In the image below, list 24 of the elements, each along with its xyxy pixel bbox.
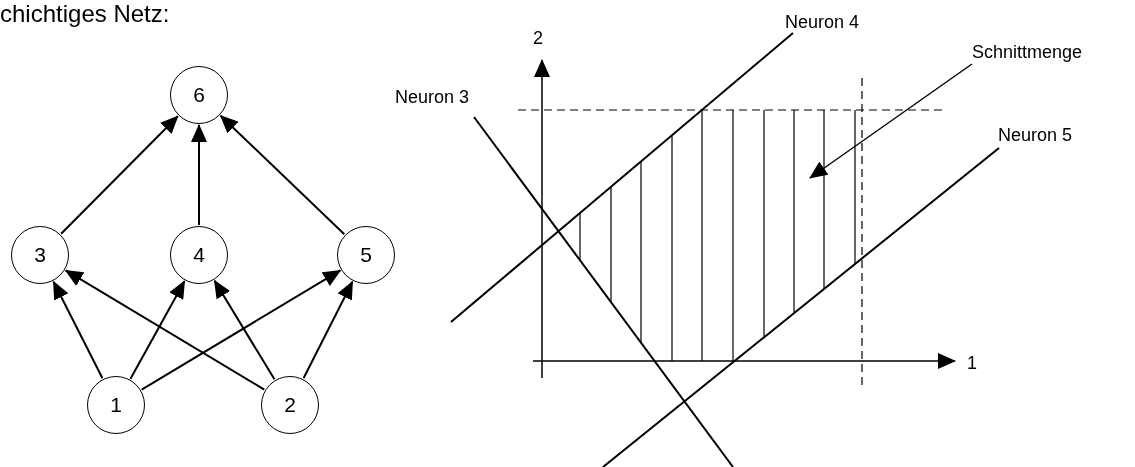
neuron-circle: 5 [337,226,395,284]
axis-label: 1 [967,352,977,374]
leader-arrow [809,63,973,179]
arrow [302,280,354,380]
heading: chichtiges Netz: [0,0,170,28]
arrow [219,114,346,236]
arrow [52,280,104,380]
neuron-circle: 2 [261,376,319,434]
neuron-circle: 6 [170,66,228,124]
arrow [191,124,207,226]
line-label: Neuron 3 [394,86,470,108]
neuron-circle: 4 [170,226,228,284]
arrow [64,269,266,391]
line-label: Neuron 4 [784,11,860,33]
arrow [140,269,342,391]
line-label: Neuron 5 [997,124,1073,146]
axis-label: 2 [533,27,543,49]
neuron-circle: 3 [11,226,69,284]
arrow [60,115,179,235]
callout-label: Schnittmenge [972,42,1083,63]
hatched-area [579,109,856,362]
neuron-circle: 1 [87,376,145,434]
arrow [213,279,276,381]
arrow [129,280,186,380]
